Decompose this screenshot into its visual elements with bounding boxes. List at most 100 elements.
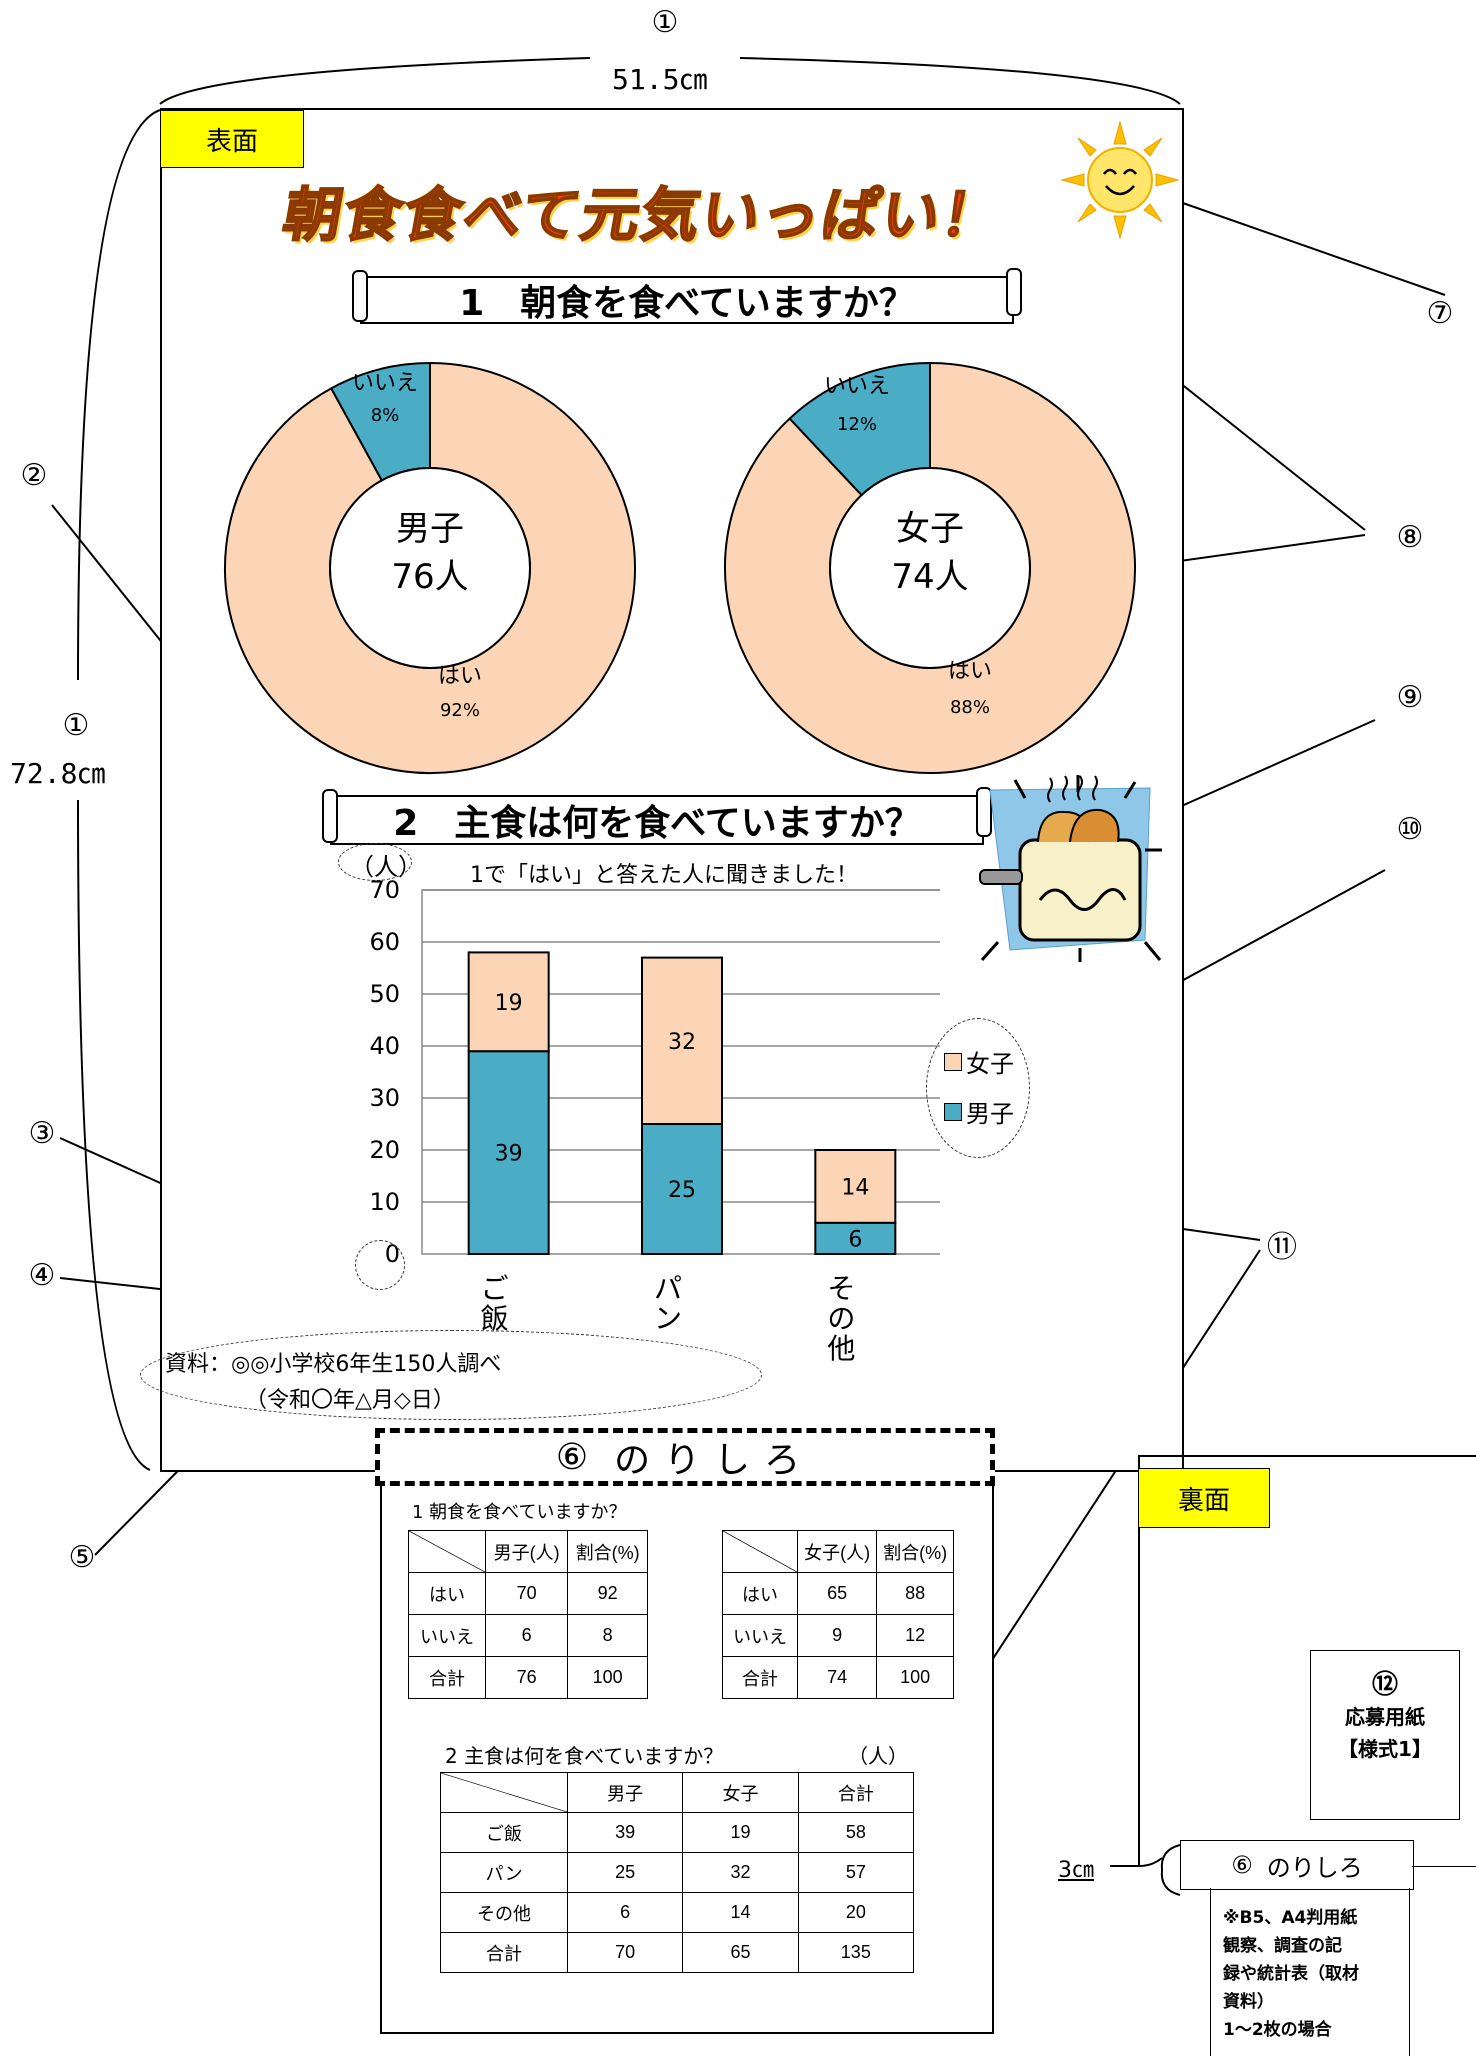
note-line: ※B5、A4判用紙 xyxy=(1223,1908,1358,1928)
legend-boys: 男子 xyxy=(944,1094,1014,1129)
form-box-line1: 応募用紙 xyxy=(1345,1705,1425,1729)
bar-chart-subtitle: 1で「はい」と答えた人に聞きました！ xyxy=(470,863,858,888)
marker-12: ⑫ xyxy=(1371,1670,1398,1700)
form-box-line2: 【様式1】 xyxy=(1338,1737,1432,1761)
table2-cell: 14 xyxy=(682,1892,799,1933)
back-margin-label: 3㎝ xyxy=(1058,1858,1094,1883)
bar-data-label: 32 xyxy=(668,1030,696,1055)
table1-girls-cell: 9 xyxy=(796,1614,878,1657)
x-category-label: ご xyxy=(481,1272,509,1305)
marker-10: ⑩ xyxy=(1396,812,1424,847)
front-tag: 表面 xyxy=(160,110,304,168)
donut-boys-yes-label: はい xyxy=(437,664,482,689)
bar-data-label: 14 xyxy=(841,1175,869,1200)
donut-girls xyxy=(724,361,1136,774)
source-line1: 資料：◎◎小学校6年生150人調べ xyxy=(165,1352,502,1377)
table1-boys-h1: 男子(人) xyxy=(484,1530,569,1573)
bar-segment-girls xyxy=(641,956,723,1125)
table2-cell: 57 xyxy=(797,1852,915,1893)
donut-boys-no-pct: 8% xyxy=(370,405,400,426)
bar-segment-girls xyxy=(814,1149,897,1224)
donut-boys-count: 76人 xyxy=(391,557,469,597)
back-tag: 裏面 xyxy=(1138,1468,1270,1528)
x-category-label: そ xyxy=(827,1272,855,1305)
donut-hole xyxy=(329,467,531,669)
table1-boys-cell: 8 xyxy=(567,1614,648,1657)
note-line: 1～2枚の場合 xyxy=(1223,2020,1332,2040)
table2-corner xyxy=(440,1772,568,1813)
table2-title: 2 主食は何を食べていますか？ xyxy=(445,1744,724,1768)
height-label: 72.8㎝ xyxy=(10,757,106,790)
table1-girls-h2: 割合(%) xyxy=(876,1530,954,1573)
table1-title: 1 朝食を食べていますか？ xyxy=(412,1502,627,1523)
table2-cell: 19 xyxy=(682,1812,799,1853)
table1-boys-corner xyxy=(408,1530,486,1573)
toaster-icon xyxy=(979,775,1162,962)
bar-data-label: 39 xyxy=(495,1142,523,1167)
table1-boys-row-label: いいえ xyxy=(408,1614,486,1657)
table1-boys-cell: 6 xyxy=(484,1614,569,1657)
table1-girls-row-label: はい xyxy=(722,1572,798,1615)
table1-girls-cell: 74 xyxy=(796,1656,878,1699)
donut-boys-yes-pct: 92% xyxy=(439,700,480,721)
back-marker-6: ⑥ xyxy=(1231,1851,1253,1879)
norishiro-box: ⑥ のりしろ xyxy=(375,1428,995,1486)
back-panel xyxy=(1138,1455,1476,1867)
table2-cell: 65 xyxy=(682,1932,799,1973)
donut-girls-count: 74人 xyxy=(891,557,969,597)
table2-header: 女子 xyxy=(682,1772,799,1813)
bar-segment-boys xyxy=(641,1123,723,1255)
donut-girls-yes-label: はい xyxy=(947,659,992,684)
source-line2: （令和〇年△月◇日） xyxy=(245,1388,455,1413)
back-norishiro-box: ⑥ のりしろ xyxy=(1180,1840,1414,1890)
y-tick-label: 60 xyxy=(369,928,400,956)
back-divider xyxy=(1412,1866,1476,1867)
table1-boys-cell: 76 xyxy=(484,1656,569,1699)
bar-data-label: 19 xyxy=(495,991,523,1016)
table1-boys-cell: 92 xyxy=(567,1572,648,1615)
table2-header: 男子 xyxy=(566,1772,684,1813)
table2-cell: 32 xyxy=(682,1852,799,1893)
norishiro-label: のりしろ xyxy=(614,1440,815,1481)
table1-boys-h2: 割合(%) xyxy=(567,1530,648,1573)
donut-boys-yes: はい 92% xyxy=(420,660,500,728)
marker-9: ⑨ xyxy=(1396,680,1424,715)
table1-boys-cell: 100 xyxy=(567,1656,648,1699)
table1-girls-cell: 65 xyxy=(796,1572,878,1615)
donut-girls-yes: はい 88% xyxy=(930,654,1010,726)
table2-unit: （人） xyxy=(848,1744,908,1768)
marker-3: ③ xyxy=(28,1116,56,1151)
x-category-label: の xyxy=(827,1302,855,1335)
marker-11: ⑪ xyxy=(1267,1230,1297,1265)
height-marker: ① xyxy=(62,708,90,743)
main-title: 朝食食べて元気いっぱい！ xyxy=(277,180,1009,250)
table2-row-label: 合計 xyxy=(440,1932,568,1973)
marker-7: ⑦ xyxy=(1426,296,1454,331)
donut-girls-center: 女子 74人 xyxy=(840,505,1020,601)
table1-girls-cell: 88 xyxy=(876,1572,954,1615)
bar-segment-boys xyxy=(467,1050,550,1255)
legend-circle xyxy=(926,1018,1030,1158)
table2-cell: 70 xyxy=(566,1932,684,1973)
table2-row-label: ご飯 xyxy=(440,1812,568,1853)
table1-girls-row-label: いいえ xyxy=(722,1614,798,1657)
marker-4: ④ xyxy=(28,1258,56,1293)
note-line: 資料） xyxy=(1223,1992,1274,2012)
table1-girls-h1: 女子(人) xyxy=(796,1530,878,1573)
bar-segment-girls xyxy=(467,951,550,1053)
legend-boys-swatch xyxy=(944,1102,962,1121)
table2-cell: 135 xyxy=(797,1932,915,1973)
table2-row-label: その他 xyxy=(440,1892,568,1933)
table1-girls-cell: 12 xyxy=(876,1614,954,1657)
donut-hole xyxy=(829,467,1031,669)
table1-girls-corner xyxy=(722,1530,798,1573)
note-line: 録や統計表（取材 xyxy=(1223,1964,1359,1984)
width-label: 51.5㎝ xyxy=(612,63,708,96)
donut-boys-no-label: いいえ xyxy=(351,371,418,396)
marker-6: ⑥ xyxy=(555,1436,603,1478)
y-tick-label: 70 xyxy=(369,880,400,904)
table1-girls-row-label: 合計 xyxy=(722,1656,798,1699)
y-unit-circle xyxy=(338,843,412,881)
